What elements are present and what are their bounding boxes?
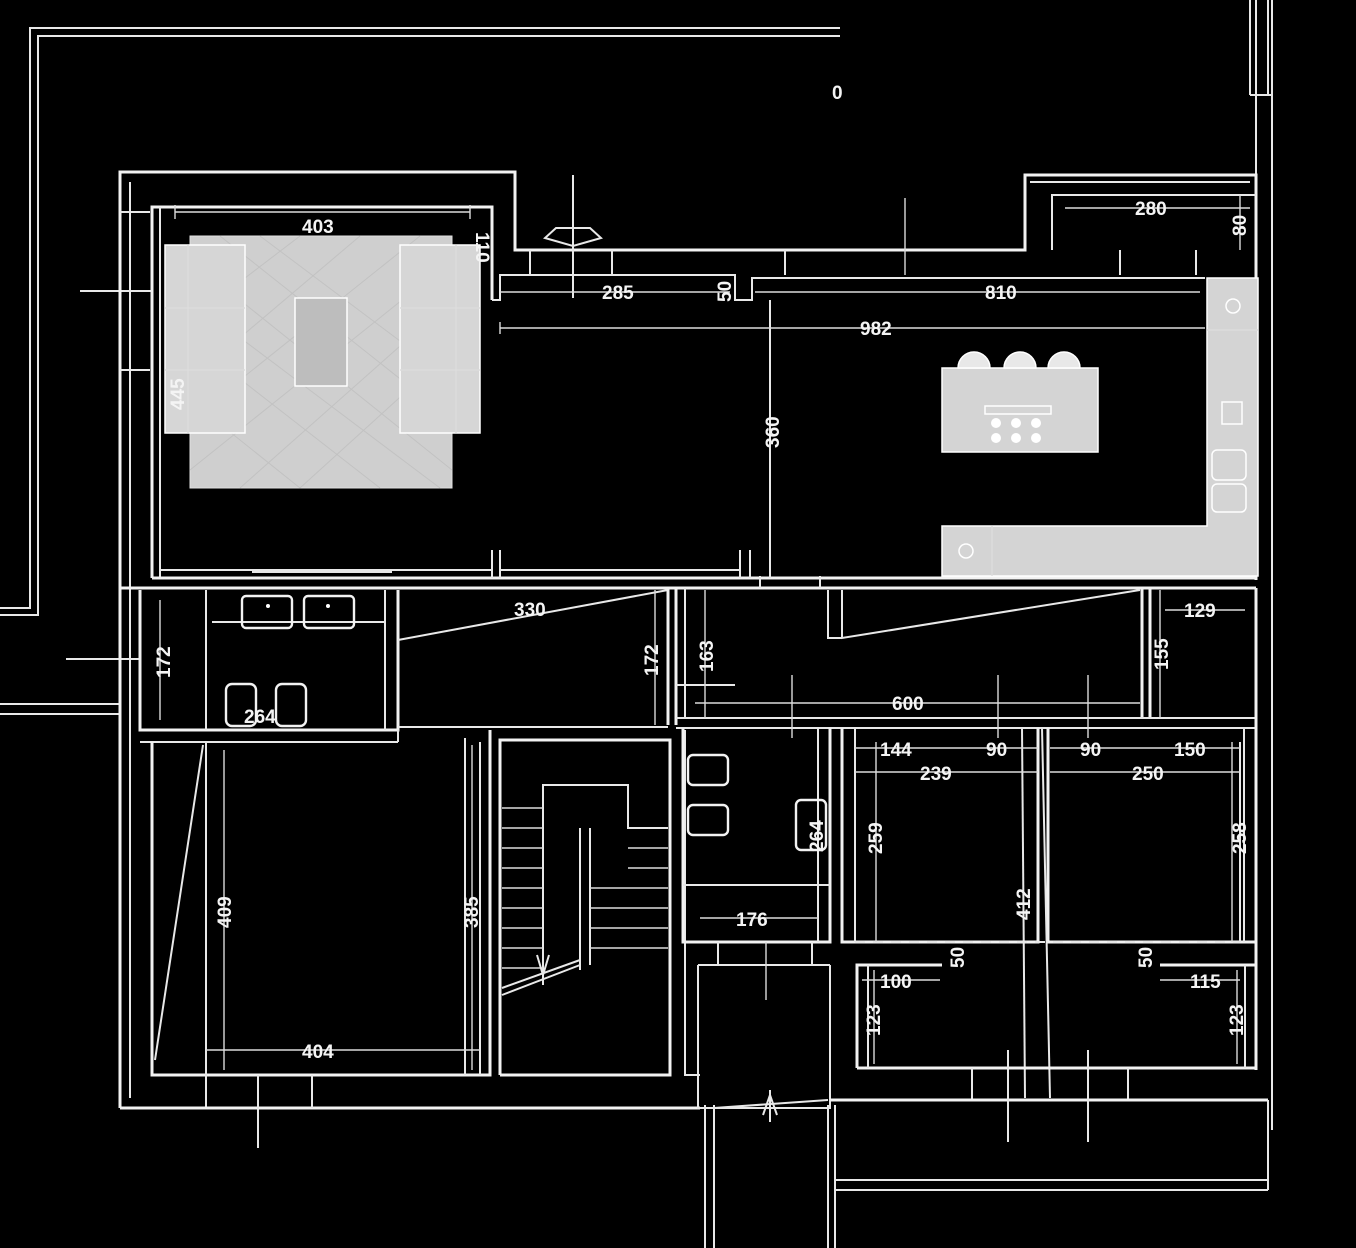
dim-hall-163: 163 xyxy=(697,640,718,672)
dim-room-404: 404 xyxy=(302,1042,334,1063)
dim-closet-50-a: 50 xyxy=(948,947,969,968)
dim-hall-330: 330 xyxy=(514,600,546,621)
dim-129: 129 xyxy=(1184,601,1216,622)
building-walls xyxy=(118,170,1269,1190)
living-room-furniture xyxy=(164,235,481,489)
dim-bath-172-left: 172 xyxy=(154,646,175,678)
dim-bed-150: 150 xyxy=(1174,740,1206,761)
toilet-left xyxy=(224,682,258,728)
entrance-arrow-bottom xyxy=(713,1090,829,1122)
bathroom-fixtures xyxy=(224,594,828,852)
wc-toilet xyxy=(686,753,730,787)
dim-living-height: 445 xyxy=(168,378,189,410)
dim-living-width: 403 xyxy=(302,217,334,238)
dim-155: 155 xyxy=(1152,638,1173,670)
dim-bed-250: 250 xyxy=(1132,764,1164,785)
dim-living-side-right: 110 xyxy=(471,232,492,263)
dimension-labels: 403 285 810 982 280 264 330 600 129 144 … xyxy=(244,199,1221,1063)
dim-bed-259: 259 xyxy=(866,822,887,854)
dim-bath-264: 264 xyxy=(244,707,276,728)
dim-810: 810 xyxy=(985,283,1017,304)
dim-hall-172: 172 xyxy=(642,644,663,676)
dim-closet-50-b: 50 xyxy=(1136,947,1157,968)
site-boundary xyxy=(0,0,1273,1248)
wc-sink xyxy=(794,798,828,852)
dim-600: 600 xyxy=(892,694,924,715)
dim-closet-100: 100 xyxy=(880,972,912,993)
coffee-table xyxy=(294,297,348,387)
bidet xyxy=(274,682,308,728)
sofa-left xyxy=(164,244,246,434)
dim-room-409: 409 xyxy=(215,896,236,928)
dimension-lines xyxy=(159,195,1250,1070)
kitchen-furniture xyxy=(941,277,1259,577)
dim-412: 412 xyxy=(1014,888,1035,920)
dim-360: 360 xyxy=(763,416,784,448)
dim-terrace-depth: 80 xyxy=(1230,215,1251,236)
dim-closet-123-a: 123 xyxy=(864,1004,885,1036)
dim-terrace-width: 280 xyxy=(1135,199,1167,220)
level-marker: 0 xyxy=(832,83,843,104)
dim-bed-258: 258 xyxy=(1230,822,1251,854)
dim-982: 982 xyxy=(860,319,892,340)
dim-bed-239: 239 xyxy=(920,764,952,785)
dimension-labels-vertical: 110 445 50 360 80 172 172 163 155 409 38… xyxy=(154,215,1251,1036)
entrance-arrow-top xyxy=(542,175,604,298)
dim-closet-123-b: 123 xyxy=(1227,1004,1248,1036)
dim-bed-90-a: 90 xyxy=(986,740,1007,761)
staircase xyxy=(501,784,668,996)
dim-bed-144: 144 xyxy=(880,740,912,761)
dim-closet-115: 115 xyxy=(1190,972,1221,993)
dim-bed-90-b: 90 xyxy=(1080,740,1101,761)
dim-wc-264: 264 xyxy=(807,820,828,852)
dim-285: 285 xyxy=(602,283,634,304)
dim-50-top: 50 xyxy=(715,281,736,302)
sink-right xyxy=(302,594,356,630)
dim-stair-385: 385 xyxy=(462,896,483,928)
sink-left xyxy=(240,594,294,630)
dim-wc-176: 176 xyxy=(736,910,768,931)
wc-bidet xyxy=(686,803,730,837)
sofa-right xyxy=(399,244,481,434)
